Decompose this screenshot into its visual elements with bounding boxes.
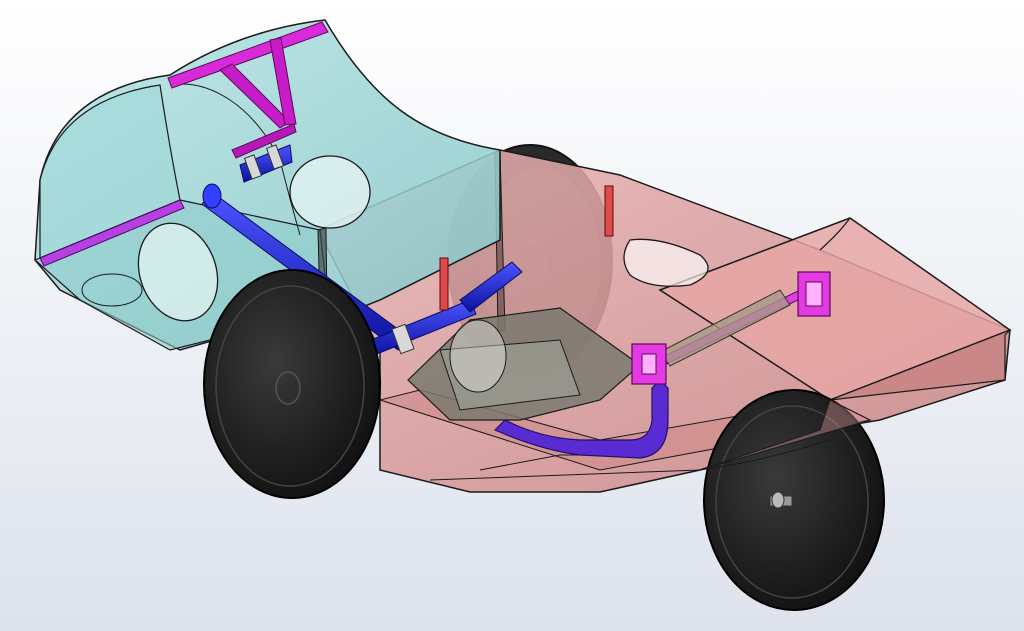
seat (407, 307, 641, 421)
front-left-wheel (203, 269, 381, 499)
roll-bar (39, 21, 329, 267)
rear-axle (439, 185, 831, 385)
front-shell (33, 19, 501, 389)
rear-right-wheel (703, 389, 885, 611)
